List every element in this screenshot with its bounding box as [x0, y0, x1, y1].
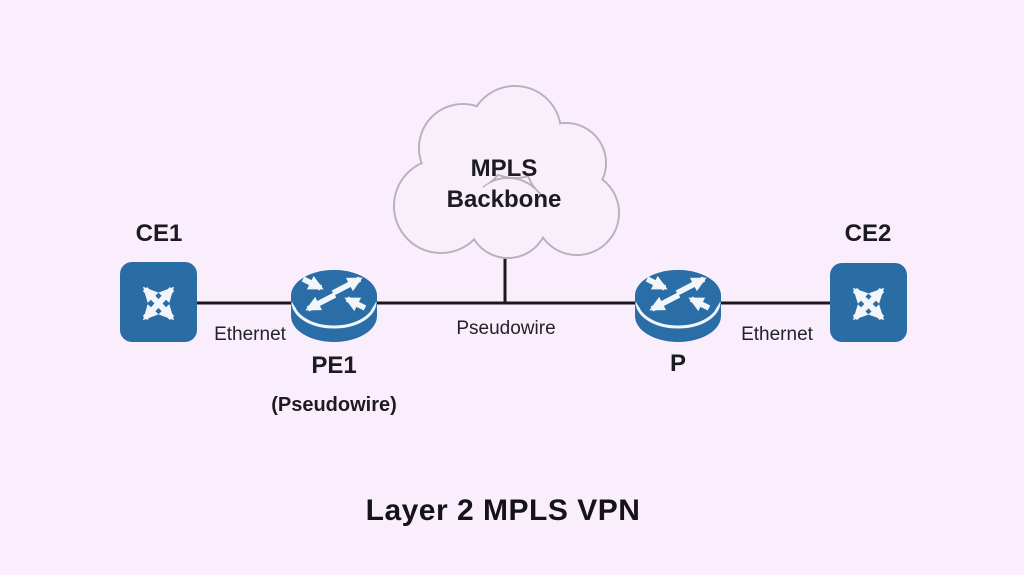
- mpls-cloud: [393, 85, 620, 259]
- p-router-icon: [635, 270, 721, 342]
- cloud-label: MPLS Backbone: [447, 153, 562, 215]
- ethernet-left-label: Ethernet: [214, 324, 286, 345]
- ce2-label: CE2: [844, 220, 892, 247]
- ce2-switch-icon: [830, 263, 907, 342]
- pe1-router-icon: [291, 270, 377, 342]
- ce1-label: CE1: [135, 220, 183, 247]
- p-label: P: [669, 350, 687, 377]
- pe1-label: PE1: [311, 352, 357, 379]
- diagram-title: Layer 2 MPLS VPN: [365, 494, 641, 527]
- ethernet-right-label: Ethernet: [741, 324, 813, 345]
- pseudowire-link-label: Pseudowire: [456, 318, 556, 339]
- cloud-label-line2: Backbone: [446, 186, 562, 214]
- pe1-sublabel: (Pseudowire): [271, 394, 397, 416]
- cloud-label-line1: MPLS: [470, 155, 538, 182]
- ce1-switch-icon: [120, 262, 197, 342]
